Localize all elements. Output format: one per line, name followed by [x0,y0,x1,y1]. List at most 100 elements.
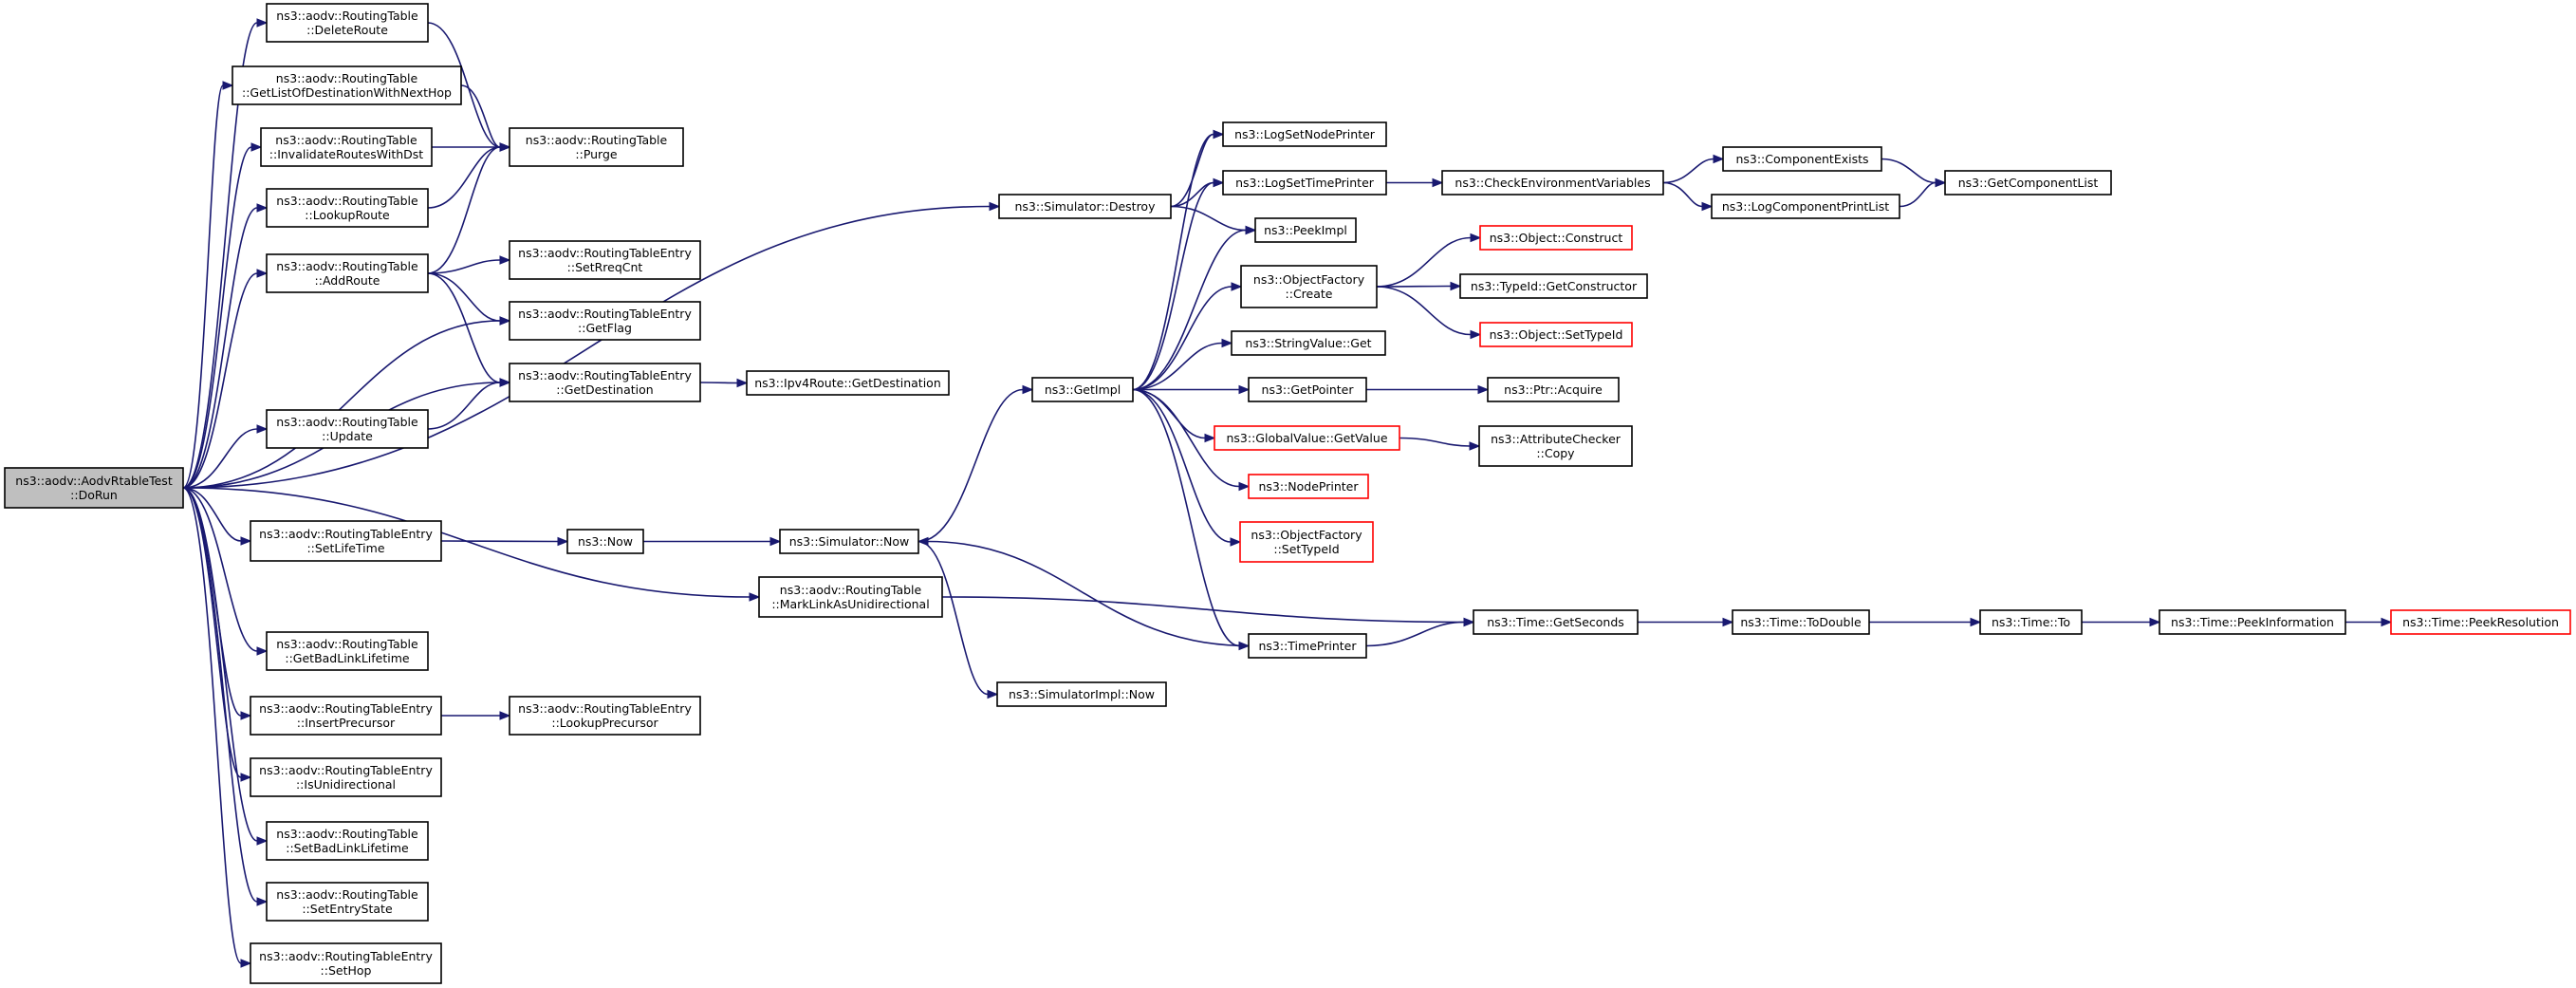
node-getDestination[interactable]: ns3::aodv::RoutingTableEntry::GetDestina… [509,363,701,402]
arrowhead [1450,281,1462,291]
node-box [509,363,701,402]
node-lookupRoute[interactable]: ns3::aodv::RoutingTable::LookupRoute [266,188,429,228]
edge-root-to-update [182,428,258,489]
node-getListOfDest[interactable]: ns3::aodv::RoutingTable::GetListOfDestin… [232,65,462,105]
node-objConstruct[interactable]: ns3::Object::Construct [1479,225,1633,251]
edge-update-to-getDestination [427,382,501,430]
node-logSetTime[interactable]: ns3::LogSetTimePrinter [1222,170,1387,196]
node-root[interactable]: ns3::aodv::AodvRtableTest::DoRun [4,467,184,509]
node-box [2390,609,2571,635]
node-ptrAcquire[interactable]: ns3::Ptr::Acquire [1487,377,1620,402]
edge-getImpl-to-objFactorySetTypeId [1132,388,1232,543]
node-label: ::AddRoute [315,273,380,288]
node-box [1711,194,1900,219]
node-setBadLink[interactable]: ns3::aodv::RoutingTable::SetBadLinkLifet… [266,821,429,861]
node-update[interactable]: ns3::aodv::RoutingTable::Update [266,409,429,449]
node-box [250,696,442,736]
arrowhead [557,536,569,547]
node-setRreqCnt[interactable]: ns3::aodv::RoutingTableEntry::SetRreqCnt [509,240,701,280]
node-box [1459,273,1648,299]
edge-setLifeTime-to-now [440,540,559,543]
node-checkEnv[interactable]: ns3::CheckEnvironmentVariables [1441,170,1664,196]
arrowhead [1701,201,1714,212]
node-timePeekInfo[interactable]: ns3::Time::PeekInformation [2159,609,2346,635]
node-simDestroy[interactable]: ns3::Simulator::Destroy [998,194,1172,219]
arrowhead [256,897,269,906]
node-timeGetSeconds[interactable]: ns3::Time::GetSeconds [1473,609,1639,635]
node-objFactorySetTypeId[interactable]: ns3::ObjectFactory::SetTypeId [1239,521,1374,563]
node-logCompPrint[interactable]: ns3::LogComponentPrintList [1711,194,1900,219]
node-label: ns3::SimulatorImpl::Now [1009,687,1155,701]
node-getComponentList[interactable]: ns3::GetComponentList [1944,170,2112,196]
node-ipv4GetDest[interactable]: ns3::Ipv4Route::GetDestination [746,370,950,396]
node-getImpl[interactable]: ns3::GetImpl [1031,377,1134,402]
node-label: ns3::aodv::RoutingTable [276,415,418,429]
node-purge[interactable]: ns3::aodv::RoutingTable::Purge [509,127,684,167]
node-deleteRoute[interactable]: ns3::aodv::RoutingTable::DeleteRoute [266,3,429,43]
node-typeIdGetCtor[interactable]: ns3::TypeId::GetConstructor [1459,273,1648,299]
node-timePrinter[interactable]: ns3::TimePrinter [1248,633,1367,659]
arrowhead [2381,617,2393,627]
node-peekImpl[interactable]: ns3::PeekImpl [1254,217,1357,243]
node-componentExists[interactable]: ns3::ComponentExists [1722,146,1882,172]
node-box [996,681,1167,707]
node-attrCheckerCopy[interactable]: ns3::AttributeChecker::Copy [1478,425,1633,467]
node-getBadLink[interactable]: ns3::aodv::RoutingTable::GetBadLinkLifet… [266,631,429,671]
edge-objFactoryCreate-to-typeIdGetCtor [1376,285,1452,288]
edge-getImpl-to-peekImpl [1132,229,1247,391]
node-setHop[interactable]: ns3::aodv::RoutingTableEntry::SetHop [250,942,442,984]
node-label: ns3::AttributeChecker [1491,432,1622,446]
node-invalidateRoutes[interactable]: ns3::aodv::RoutingTable::InvalidateRoute… [260,127,433,167]
node-getFlag[interactable]: ns3::aodv::RoutingTableEntry::GetFlag [509,301,701,341]
node-isUnidirectional[interactable]: ns3::aodv::RoutingTableEntry::IsUnidirec… [250,757,442,797]
node-objSetTypeId[interactable]: ns3::Object::SetTypeId [1479,322,1633,347]
node-logSetNode[interactable]: ns3::LogSetNodePrinter [1222,121,1387,147]
node-stringValueGet[interactable]: ns3::StringValue::Get [1231,330,1386,356]
node-label: ::SetTypeId [1273,542,1339,556]
node-globalValueGet[interactable]: ns3::GlobalValue::GetValue [1214,425,1400,451]
node-setEntryState[interactable]: ns3::aodv::RoutingTable::SetEntryState [266,882,429,922]
node-box [1487,377,1620,402]
node-now[interactable]: ns3::Now [566,529,644,554]
node-label: ns3::aodv::RoutingTable [276,637,418,651]
node-label: ::GetFlag [578,321,632,335]
node-addRoute[interactable]: ns3::aodv::RoutingTable::AddRoute [266,253,429,293]
node-box [1478,425,1633,467]
node-timePeekRes[interactable]: ns3::Time::PeekResolution [2390,609,2571,635]
node-getPointer[interactable]: ns3::GetPointer [1248,377,1367,402]
edge-root-to-simDestroy [182,205,991,489]
node-box [250,942,442,984]
node-label: ns3::aodv::RoutingTable [780,583,922,597]
edge-root-to-getListOfDest [182,84,224,489]
arrowhead [256,646,269,656]
node-box [1240,265,1378,308]
node-timeToDouble[interactable]: ns3::Time::ToDouble [1732,609,1870,635]
edge-timePrinter-to-timeGetSeconds [1365,621,1465,647]
node-insertPrecursor[interactable]: ns3::aodv::RoutingTableEntry::InsertPrec… [250,696,442,736]
node-box [998,194,1172,219]
node-simImplNow[interactable]: ns3::SimulatorImpl::Now [996,681,1167,707]
node-objFactoryCreate[interactable]: ns3::ObjectFactory::Create [1240,265,1378,308]
arrowhead [736,378,749,388]
node-box [1222,170,1387,196]
edge-addRoute-to-getFlag [427,272,501,322]
node-markLink[interactable]: ns3::aodv::RoutingTable::MarkLinkAsUnidi… [758,576,943,618]
arrowhead [1238,481,1251,492]
edge-simNow-to-simImplNow [917,540,989,696]
node-timeTo[interactable]: ns3::Time::To [1979,609,2083,635]
node-label: ns3::Time::To [1992,615,2070,629]
node-label: ns3::Ipv4Route::GetDestination [754,376,941,390]
arrowhead [1022,384,1034,395]
node-label: ::DoRun [70,488,118,502]
arrowhead [499,316,511,326]
edge-checkEnv-to-componentExists [1662,158,1714,184]
node-nodePrinter[interactable]: ns3::NodePrinter [1248,474,1369,499]
arrowhead [240,711,252,720]
node-setLifeTime[interactable]: ns3::aodv::RoutingTableEntry::SetLifeTim… [250,520,442,562]
node-simNow[interactable]: ns3::Simulator::Now [779,529,919,554]
node-label: ns3::aodv::RoutingTable [276,259,418,273]
node-label: ns3::TimePrinter [1259,639,1358,653]
node-box [1222,121,1387,147]
node-lookupPrecursor[interactable]: ns3::aodv::RoutingTableEntry::LookupPrec… [509,696,701,736]
